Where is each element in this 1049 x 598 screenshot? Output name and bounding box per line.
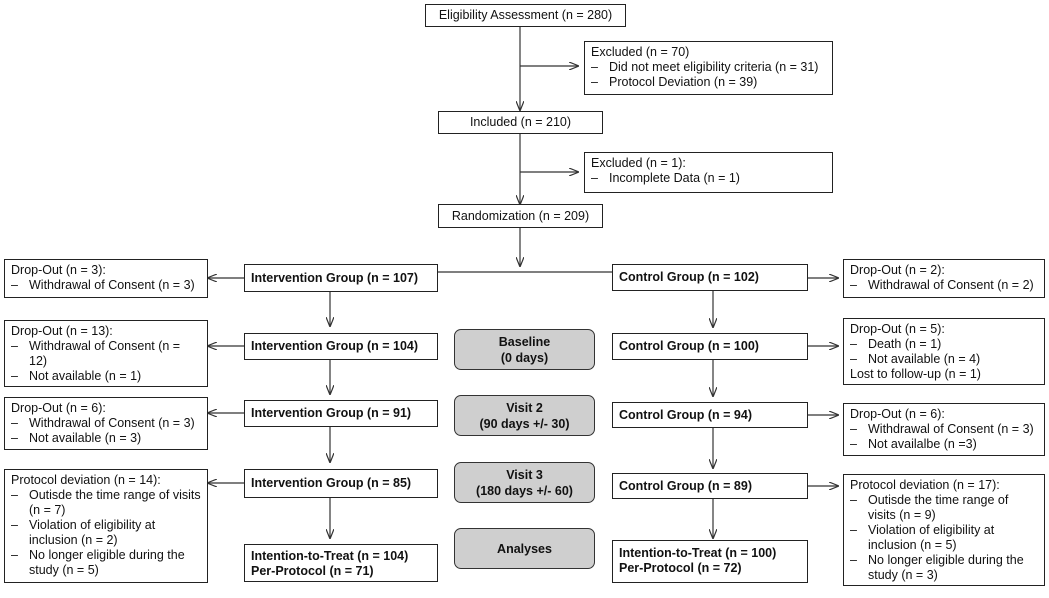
left-dropout-3: Drop-Out (n = 6): –Withdrawal of Consent… xyxy=(4,397,208,450)
excluded-1-title: Excluded (n = 70) xyxy=(591,45,690,59)
eligibility-box: Eligibility Assessment (n = 280) xyxy=(425,4,626,27)
left-dropout-3-item: –Withdrawal of Consent (n = 3) xyxy=(11,416,195,430)
right-deviation-item: –No longer eligible during the study (n … xyxy=(850,553,1024,582)
pp-intervention: Per-Protocol (n = 71) xyxy=(251,564,374,578)
right-dropout-1-item: –Withdrawal of Consent (n = 2) xyxy=(850,278,1034,292)
excluded-1-item: –Protocol Deviation (n = 39) xyxy=(591,75,758,89)
randomization-label: Randomization (n = 209) xyxy=(451,208,590,223)
left-protocol-deviation: Protocol deviation (n = 14): –Outisde th… xyxy=(4,469,208,583)
excluded-2-title: Excluded (n = 1): xyxy=(591,156,686,170)
control-group-3: Control Group (n = 94) xyxy=(612,402,808,428)
left-deviation-item: –Violation of eligibility at inclusion (… xyxy=(11,518,156,547)
left-deviation-item: –No longer eligible during the study (n … xyxy=(11,548,185,577)
control-final: Intention-to-Treat (n = 100) Per-Protoco… xyxy=(612,540,808,583)
control-group-2: Control Group (n = 100) xyxy=(612,333,808,360)
intervention-group-1: Intervention Group (n = 107) xyxy=(244,264,438,292)
left-dropout-2-item: –Not available (n = 1) xyxy=(11,369,142,383)
left-dropout-3-item: –Not available (n = 3) xyxy=(11,431,142,445)
right-dropout-3: Drop-Out (n = 6): –Withdrawal of Consent… xyxy=(843,403,1045,456)
excluded-box-2: Excluded (n = 1): –Incomplete Data (n = … xyxy=(584,152,833,193)
intervention-group-4: Intervention Group (n = 85) xyxy=(244,469,438,498)
intervention-group-2: Intervention Group (n = 104) xyxy=(244,333,438,360)
stage-analyses: Analyses xyxy=(454,528,595,569)
left-dropout-2-item: –Withdrawal of Consent (n = 12) xyxy=(11,339,181,368)
stage-baseline: Baseline (0 days) xyxy=(454,329,595,370)
right-deviation-item: –Outisde the time range of visits (n = 9… xyxy=(850,493,1009,522)
right-dropout-3-item: –Not availalbe (n =3) xyxy=(850,437,977,451)
itt-intervention: Intention-to-Treat (n = 104) xyxy=(251,549,409,563)
control-group-1: Control Group (n = 102) xyxy=(612,264,808,291)
pp-control: Per-Protocol (n = 72) xyxy=(619,561,742,575)
eligibility-label: Eligibility Assessment (n = 280) xyxy=(438,8,613,22)
intervention-group-3: Intervention Group (n = 91) xyxy=(244,400,438,427)
included-box: Included (n = 210) xyxy=(438,111,603,134)
included-label: Included (n = 210) xyxy=(469,115,572,129)
stage-visit-3: Visit 3 (180 days +/- 60) xyxy=(454,462,595,503)
right-deviation-item: –Violation of eligibility at inclusion (… xyxy=(850,523,995,552)
left-dropout-2: Drop-Out (n = 13): –Withdrawal of Consen… xyxy=(4,320,208,387)
excluded-box-1: Excluded (n = 70) –Did not meet eligibil… xyxy=(584,41,833,95)
right-dropout-1: Drop-Out (n = 2): –Withdrawal of Consent… xyxy=(843,259,1045,298)
randomization-box: Randomization (n = 209) xyxy=(438,204,603,228)
left-dropout-1-item: –Withdrawal of Consent (n = 3) xyxy=(11,278,195,292)
right-protocol-deviation: Protocol deviation (n = 17): –Outisde th… xyxy=(843,474,1045,586)
left-dropout-1: Drop-Out (n = 3): –Withdrawal of Consent… xyxy=(4,259,208,298)
excluded-2-item: –Incomplete Data (n = 1) xyxy=(591,171,740,185)
right-dropout-2-item: –Death (n = 1) xyxy=(850,337,942,351)
excluded-1-item: –Did not meet eligibility criteria (n = … xyxy=(591,60,819,74)
right-dropout-2: Drop-Out (n = 5): –Death (n = 1) –Not av… xyxy=(843,318,1045,385)
itt-control: Intention-to-Treat (n = 100) xyxy=(619,546,777,560)
left-deviation-item: –Outisde the time range of visits (n = 7… xyxy=(11,488,201,517)
intervention-final: Intention-to-Treat (n = 104) Per-Protoco… xyxy=(244,544,438,582)
right-dropout-3-item: –Withdrawal of Consent (n = 3) xyxy=(850,422,1034,436)
right-dropout-2-item: –Not available (n = 4) xyxy=(850,352,981,366)
control-group-4: Control Group (n = 89) xyxy=(612,473,808,499)
stage-visit-2: Visit 2 (90 days +/- 30) xyxy=(454,395,595,436)
right-dropout-2-footer: Lost to follow-up (n = 1) xyxy=(850,367,981,381)
